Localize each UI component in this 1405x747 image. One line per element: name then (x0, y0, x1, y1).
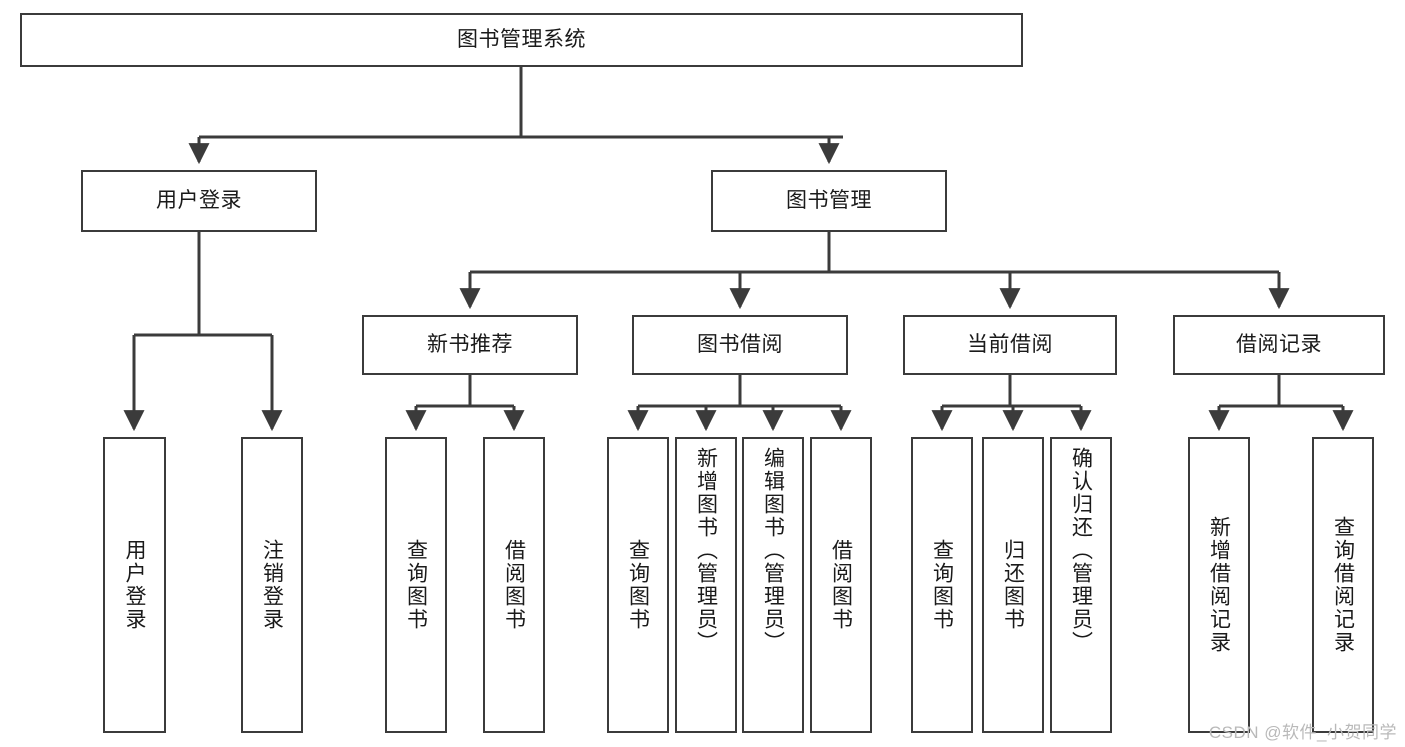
node-leaf-add-borrow-record[interactable]: 新增借阅记录 (1188, 437, 1250, 733)
node-current-borrow-label: 当前借阅 (967, 332, 1053, 356)
node-leaf-add-borrow-record-label: 新增借阅记录 (1207, 516, 1231, 654)
node-user-login[interactable]: 用户登录 (81, 170, 317, 232)
node-current-borrow[interactable]: 当前借阅 (903, 315, 1117, 375)
node-leaf-logout-login-label: 注销登录 (260, 539, 284, 631)
node-leaf-borrow-book-borrow-label: 借阅图书 (829, 539, 853, 631)
node-leaf-confirm-return-admin[interactable]: 确认归还（管理员） (1050, 437, 1112, 733)
node-leaf-logout-login[interactable]: 注销登录 (241, 437, 303, 733)
node-book-borrow-label: 图书借阅 (697, 332, 783, 356)
node-borrow-record[interactable]: 借阅记录 (1173, 315, 1385, 375)
node-borrow-record-label: 借阅记录 (1236, 332, 1322, 356)
node-leaf-query-book-borrow-label: 查询图书 (626, 539, 650, 631)
node-leaf-query-book-borrow[interactable]: 查询图书 (607, 437, 669, 733)
node-book-manage-label: 图书管理 (786, 188, 872, 212)
node-leaf-add-book-admin[interactable]: 新增图书（管理员） (675, 437, 737, 733)
node-leaf-return-book[interactable]: 归还图书 (982, 437, 1044, 733)
node-leaf-user-login-label: 用户登录 (123, 539, 146, 631)
node-root[interactable]: 图书管理系统 (20, 13, 1023, 67)
node-new-book-recommend[interactable]: 新书推荐 (362, 315, 578, 375)
node-leaf-add-book-admin-label: 新增图书（管理员） (694, 447, 718, 654)
node-user-login-label: 用户登录 (156, 188, 242, 212)
node-leaf-borrow-book-rec-label: 借阅图书 (502, 539, 526, 631)
node-leaf-confirm-return-admin-label: 确认归还（管理员） (1069, 447, 1093, 654)
node-leaf-query-book-rec-label: 查询图书 (404, 539, 428, 631)
node-leaf-borrow-book-rec[interactable]: 借阅图书 (483, 437, 545, 733)
node-book-borrow[interactable]: 图书借阅 (632, 315, 848, 375)
node-leaf-query-book-rec[interactable]: 查询图书 (385, 437, 447, 733)
node-book-manage[interactable]: 图书管理 (711, 170, 947, 232)
node-leaf-query-book-current[interactable]: 查询图书 (911, 437, 973, 733)
csdn-watermark: CSDN @软件_小贺同学 (1208, 723, 1397, 742)
node-root-label: 图书管理系统 (457, 27, 586, 51)
node-leaf-borrow-book-borrow[interactable]: 借阅图书 (810, 437, 872, 733)
node-leaf-query-book-current-label: 查询图书 (930, 539, 954, 631)
node-new-book-recommend-label: 新书推荐 (427, 332, 513, 356)
node-leaf-edit-book-admin-label: 编辑图书（管理员） (761, 447, 785, 654)
node-leaf-user-login[interactable]: 用户登录 (103, 437, 166, 733)
node-leaf-return-book-label: 归还图书 (1001, 539, 1025, 631)
node-leaf-query-borrow-record[interactable]: 查询借阅记录 (1312, 437, 1374, 733)
node-leaf-edit-book-admin[interactable]: 编辑图书（管理员） (742, 437, 804, 733)
node-leaf-query-borrow-record-label: 查询借阅记录 (1331, 516, 1355, 654)
